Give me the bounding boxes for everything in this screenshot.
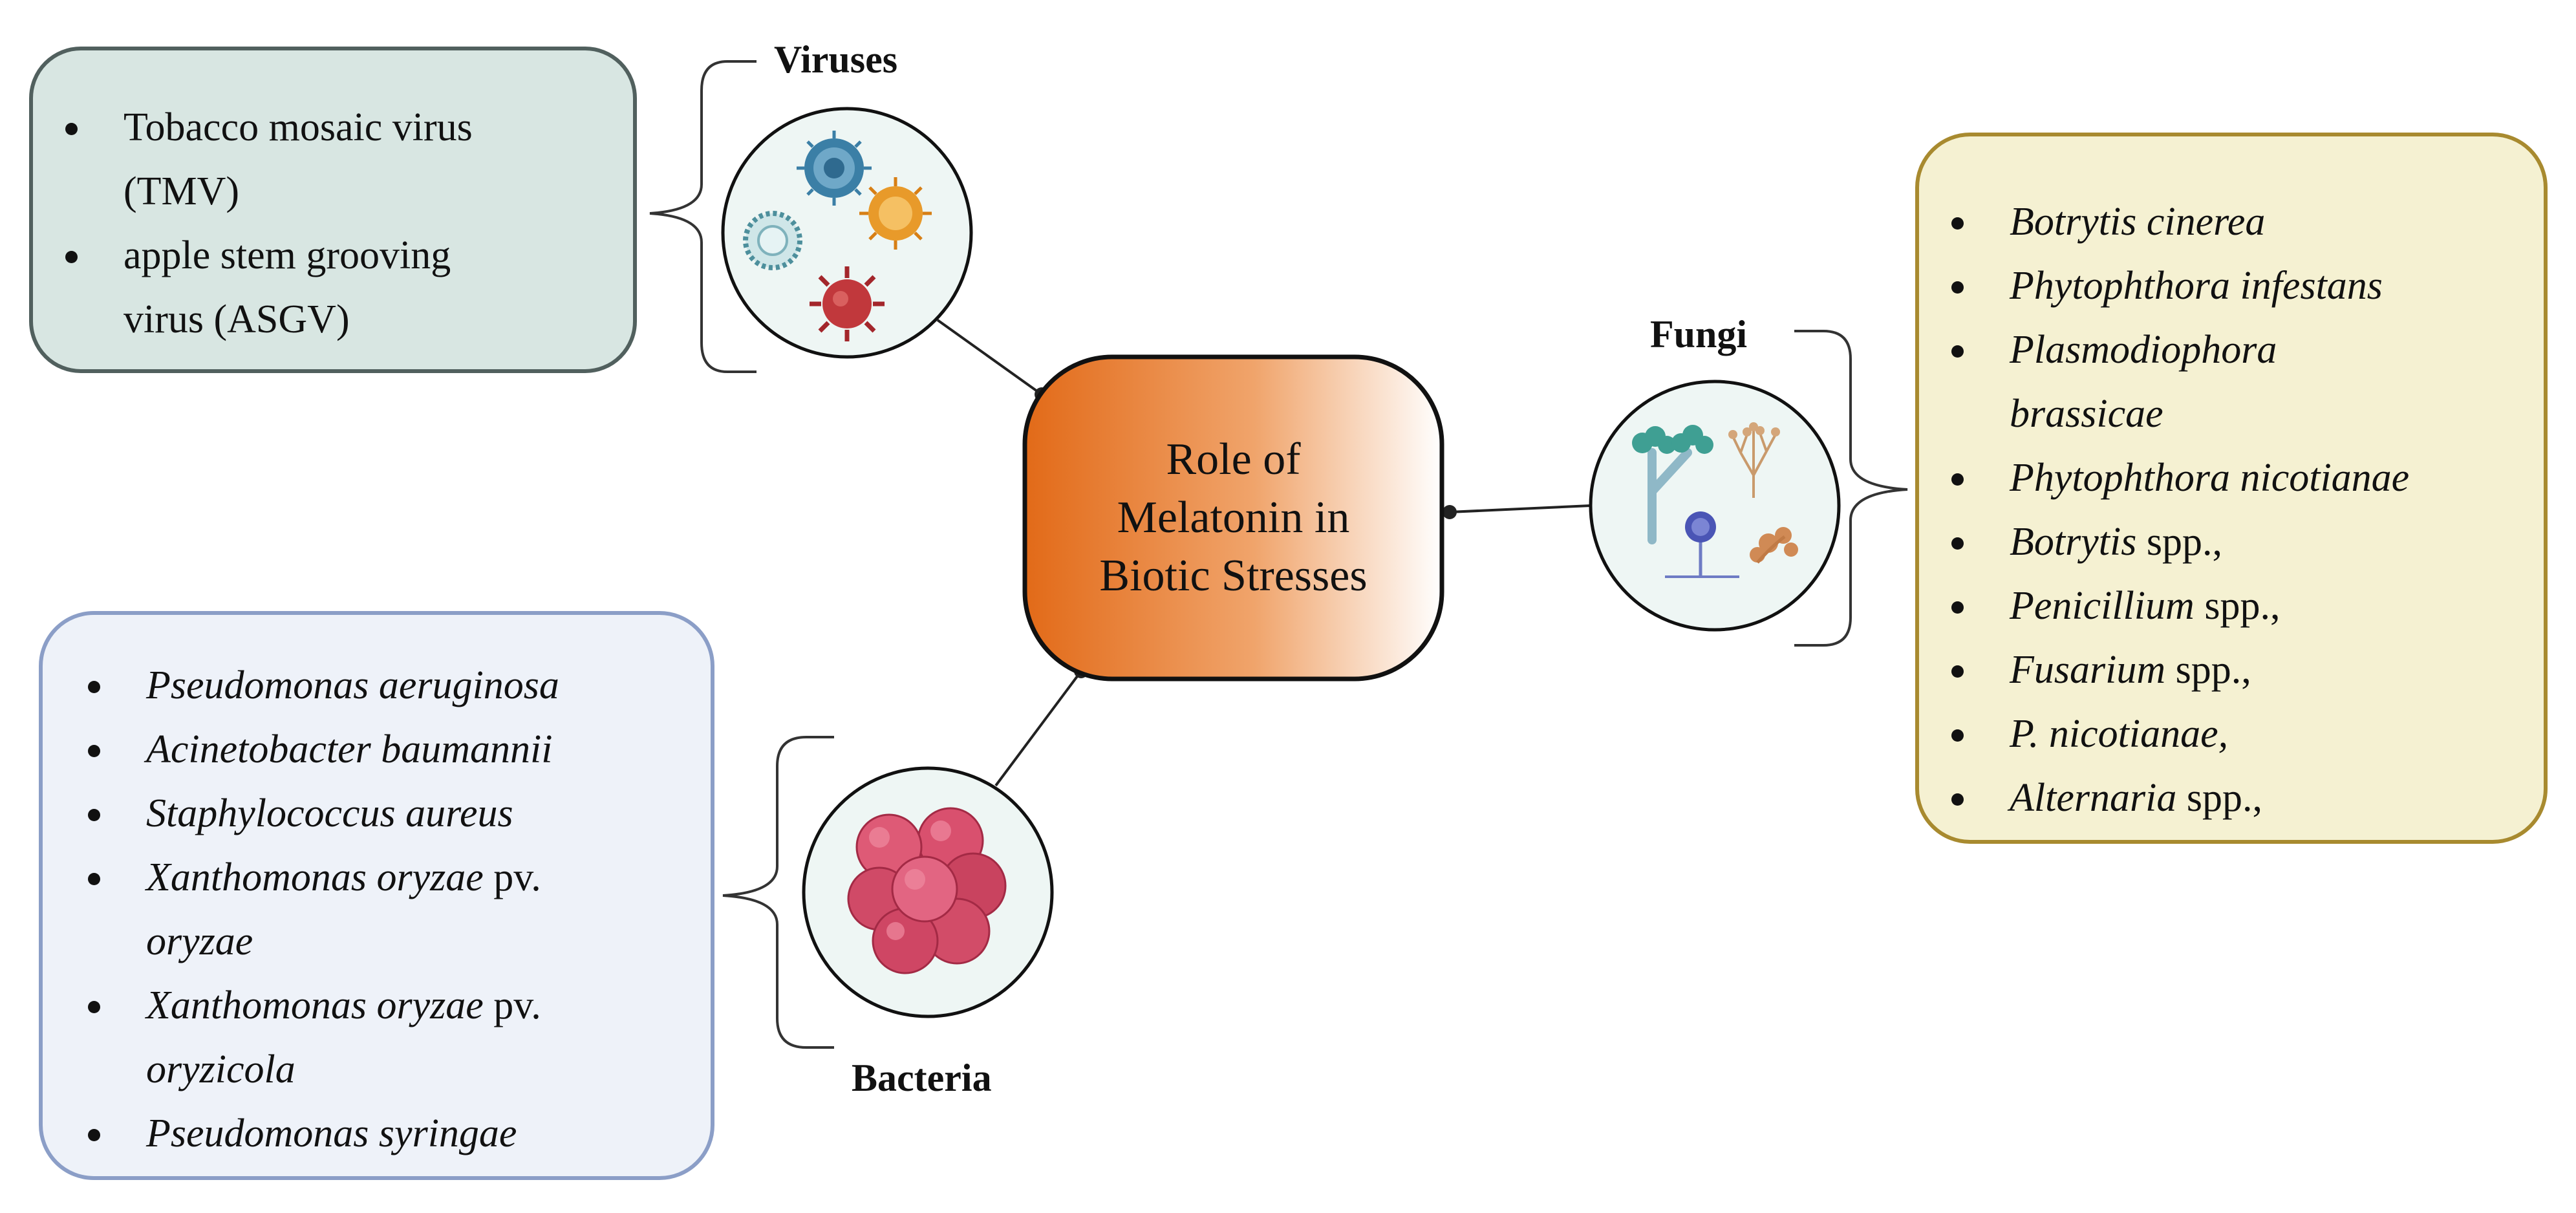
bacteria-item: Pseudomonas syringae <box>56 1102 711 1166</box>
bacteria-cluster-icon <box>802 766 1054 1018</box>
fungi-item-suffix: spp., <box>2194 584 2281 628</box>
fungi-label: Fungi <box>1650 313 1748 356</box>
virus-item-line: (TMV) <box>123 169 240 213</box>
fungi-item: Penicillium spp., <box>1919 574 2544 638</box>
brace-bacteria <box>722 736 834 1049</box>
fungi-item-name: Penicillium <box>2010 584 2195 628</box>
bacteria-item-suffix: pv. <box>483 855 541 899</box>
virus-item-line: virus (ASGV) <box>123 297 350 341</box>
bacteria-item-name: Xanthomonas oryzae <box>146 855 484 899</box>
fungi-box: Botrytis cinerea Phytophthora infestans … <box>1915 133 2548 844</box>
virus-item: apple stem grooving virus (ASGV) <box>33 224 633 352</box>
connector-bacteria <box>994 670 1082 787</box>
bacteria-item: Xanthomonas oryzae pv. oryzicola <box>56 974 711 1102</box>
bacteria-label: Bacteria <box>852 1057 992 1099</box>
bacteria-box: Pseudomonas aeruginosa Acinetobacter bau… <box>39 611 714 1180</box>
connector-viruses <box>936 319 1043 396</box>
connector-fungi <box>1449 504 1591 513</box>
virus-item-line: Tobacco mosaic virus <box>123 105 473 149</box>
fungi-item: Botrytis cinerea <box>1919 190 2544 254</box>
fungi-item-name: Alternaria <box>2010 776 2177 820</box>
fungi-item: Phytophthora infestans <box>1919 254 2544 318</box>
bacteria-item-name: oryzicola <box>146 1047 295 1091</box>
viruses-label: Viruses <box>774 38 898 81</box>
viruses-box: Tobacco mosaic virus (TMV) apple stem gr… <box>29 47 637 373</box>
fungi-item-name: Fusarium <box>2010 648 2166 692</box>
brace-viruses <box>649 60 757 373</box>
virus-item-line: apple stem grooving <box>123 233 451 277</box>
fungi-item-name: Phytophthora nicotianae <box>2010 456 2410 500</box>
fungi-item-name: brassicae <box>2010 392 2163 436</box>
bacteria-item: Staphylococcus aureus <box>56 782 711 846</box>
bacteria-item-name: Acinetobacter baumannii <box>146 727 553 771</box>
fungi-item-name: Plasmodiophora <box>2010 328 2277 372</box>
center-title: Role of Melatonin in Biotic Stresses <box>1025 357 1442 679</box>
virus-item: Tobacco mosaic virus (TMV) <box>33 96 633 224</box>
bacteria-item: Acinetobacter baumannii <box>56 718 711 782</box>
bacteria-item-name: oryzae <box>146 919 253 963</box>
fungi-item: Alternaria spp., <box>1919 766 2544 830</box>
fungi-item-name: Botrytis cinerea <box>2010 200 2266 244</box>
connectors <box>936 319 1591 787</box>
bacteria-item-name: Pseudomonas aeruginosa <box>146 663 559 707</box>
center-title-line-3: Biotic Stresses <box>1099 551 1368 601</box>
fungi-item-name: P. nicotianae, <box>2010 712 2229 756</box>
fungi-item: Fusarium spp., <box>1919 638 2544 702</box>
bacteria-item-name: Pseudomonas syringae <box>146 1111 517 1155</box>
bacteria-item-suffix: pv. <box>483 983 541 1027</box>
virus-particles-icon <box>721 107 973 359</box>
bacteria-item: Xanthomonas oryzae pv. oryzae <box>56 846 711 974</box>
center-title-line-2: Melatonin in <box>1117 493 1350 542</box>
fungi-item-suffix: spp., <box>2136 520 2222 564</box>
bacteria-item-name: Xanthomonas oryzae <box>146 983 484 1027</box>
fungi-item-suffix: spp., <box>2165 648 2251 692</box>
center-title-line-1: Role of <box>1166 435 1301 484</box>
fungi-item-name: Botrytis <box>2010 520 2137 564</box>
fungi-item-suffix: spp., <box>2176 776 2262 820</box>
fungi-hyphae-icon <box>1589 380 1841 632</box>
fungi-item: Phytophthora nicotianae <box>1919 446 2544 510</box>
fungi-item: Botrytis spp., <box>1919 510 2544 574</box>
fungi-item: P. nicotianae, <box>1919 702 2544 766</box>
fungi-item: Plasmodiophora brassicae <box>1919 318 2544 446</box>
connector-dot-fungi <box>1443 505 1457 519</box>
center-node <box>1022 354 1444 682</box>
bacteria-item-name: Staphylococcus aureus <box>146 791 513 835</box>
brace-fungi <box>1794 330 1908 647</box>
fungi-item-name: Phytophthora infestans <box>2010 264 2383 308</box>
bacteria-item: Pseudomonas aeruginosa <box>56 654 711 718</box>
